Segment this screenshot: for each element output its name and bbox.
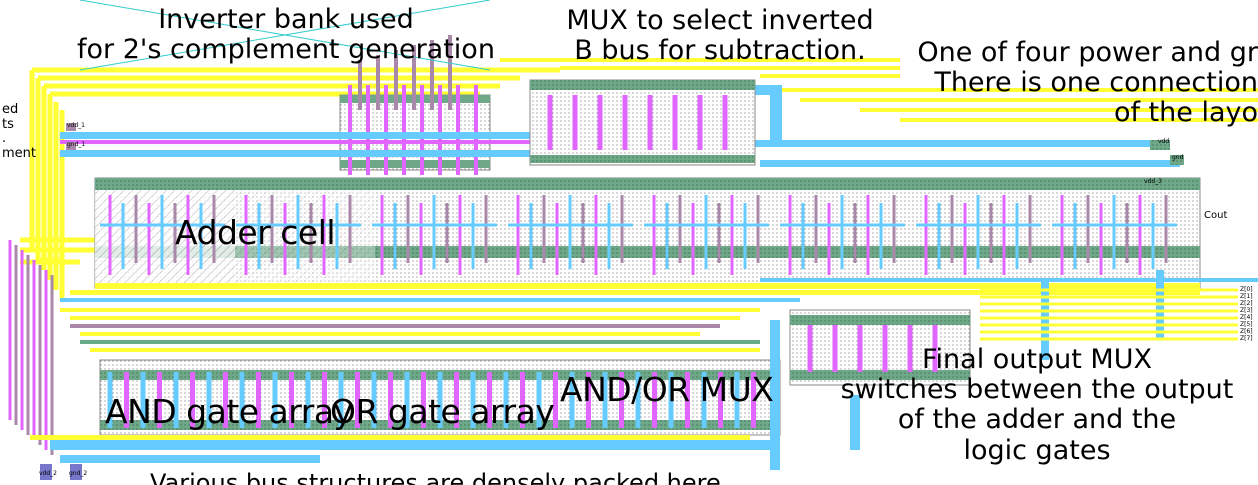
middle-routing	[60, 270, 1258, 360]
final-mux-block	[770, 309, 971, 470]
and-or-mux-label: AND/OR MUX	[560, 370, 774, 409]
vdd-top-pin: vdd	[1158, 138, 1170, 145]
z-output-pin: Z[5]	[1240, 321, 1253, 328]
and-gate-array-label: AND gate array	[105, 392, 353, 431]
z-output-pin: Z[7]	[1240, 335, 1253, 342]
z-output-bus	[980, 288, 1238, 341]
gnd-1-pin: gnd_1	[67, 141, 86, 148]
z-output-pin: Z[2]	[1240, 300, 1253, 307]
z-output-pin: Z[4]	[1240, 314, 1253, 321]
cout-pin: Cout	[1204, 210, 1228, 221]
vdd-2-pin: vdd_2	[39, 470, 57, 477]
b-mux-block	[529, 79, 756, 166]
vdd-3-pin: vdd_3	[1144, 178, 1162, 185]
inverter-bank-annotation: Inverter bank used for 2's complement ge…	[77, 4, 495, 66]
z-output-pin: Z[1]	[1240, 293, 1253, 300]
adder-chain	[70, 177, 1201, 295]
or-gate-array-label: OR gate array	[330, 392, 555, 431]
power-rails	[60, 85, 1184, 167]
z-output-pin: Z[6]	[1240, 328, 1253, 335]
metal1-left-fan	[20, 67, 560, 300]
gnd-top-pin: gnd	[1172, 154, 1184, 161]
adder-cell-label: Adder cell	[175, 213, 336, 252]
bus-annotation: Various bus structures are densely packe…	[150, 469, 721, 485]
metal1-top-lines	[500, 58, 1258, 122]
logic-gate-array	[30, 359, 781, 463]
b-mux-annotation: MUX to select inverted B bus for subtrac…	[566, 5, 874, 67]
pin-markers	[40, 123, 82, 480]
final-mux-annotation: Final output MUX switches between the ou…	[840, 344, 1234, 466]
z-output-pin: Z[3]	[1240, 307, 1253, 314]
gnd-2-pin: gnd_2	[69, 470, 88, 477]
power-annotation: One of four power and gr There is one co…	[917, 38, 1258, 129]
left-annotation: ed ts . ment	[2, 102, 36, 161]
vdd-1-pin: vdd_1	[67, 122, 85, 129]
left-bus-bundle	[8, 240, 54, 455]
z-output-pin: Z[0]	[1240, 286, 1253, 293]
